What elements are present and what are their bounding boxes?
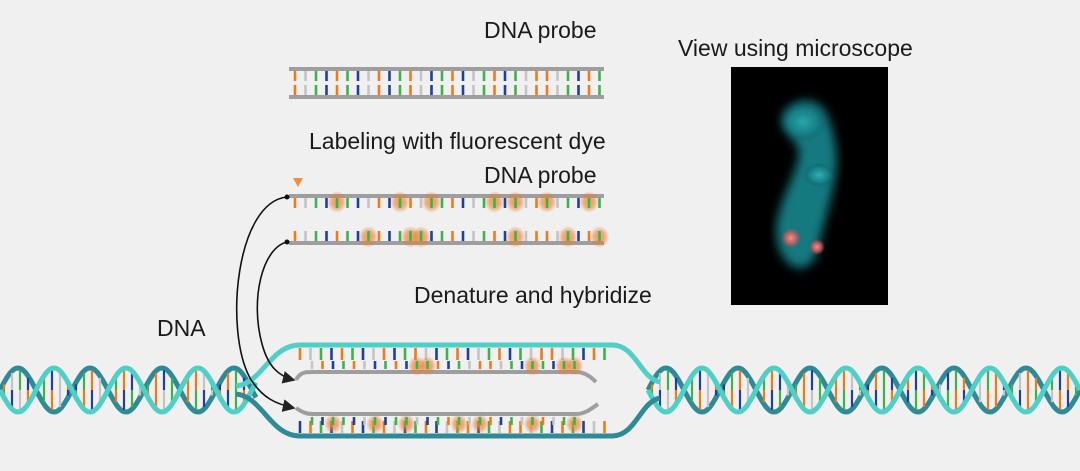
hybridized-probe-upper bbox=[294, 356, 598, 384]
bubble-lower-strand bbox=[235, 391, 661, 439]
left-helix-front bbox=[0, 365, 259, 415]
hybridize-arrow-to-lower bbox=[235, 196, 296, 412]
hybridized-probe-upper-backbone bbox=[294, 370, 598, 384]
dna-helix-back-strand bbox=[0, 365, 1080, 415]
microscope-image bbox=[731, 67, 888, 305]
chromosome-bright-spot bbox=[803, 163, 835, 187]
process-arrows bbox=[235, 112, 303, 412]
labeling-arrowhead bbox=[293, 178, 303, 187]
labeling-step-label: Labeling with fluorescent dye bbox=[309, 128, 606, 154]
hybridized-probe-lower bbox=[294, 402, 600, 434]
chromosome-upper-arm bbox=[779, 102, 827, 142]
dna-base-pairs bbox=[2, 348, 1078, 433]
dna-helix-front-strand bbox=[0, 342, 1080, 439]
chromosome-fluorescence bbox=[776, 100, 837, 269]
hybridize-step-label: Denature and hybridize bbox=[414, 282, 652, 308]
chromosome-body bbox=[776, 100, 837, 269]
probe-top-strand-a bbox=[289, 67, 604, 81]
bubble-upper-strand bbox=[235, 342, 661, 389]
hybridized-probe-lower-backbone bbox=[294, 402, 600, 416]
left-helix-back bbox=[0, 365, 259, 415]
probe-labeled-label: DNA probe bbox=[484, 162, 597, 188]
probe-top-label: DNA probe bbox=[484, 17, 597, 43]
dna-label: DNA bbox=[157, 315, 206, 341]
fish-signal-2 bbox=[809, 239, 825, 255]
probe-labeled-strand-a bbox=[289, 191, 604, 213]
probe-top-strand-b bbox=[289, 85, 604, 99]
microscope-label: View using microscope bbox=[678, 35, 913, 61]
hybridize-arrow-to-upper bbox=[256, 241, 296, 384]
probe-labeled-strand-b bbox=[289, 226, 610, 248]
fish-signal-1 bbox=[781, 228, 801, 248]
dna-probes bbox=[289, 67, 610, 434]
right-helix-front bbox=[645, 365, 1080, 415]
